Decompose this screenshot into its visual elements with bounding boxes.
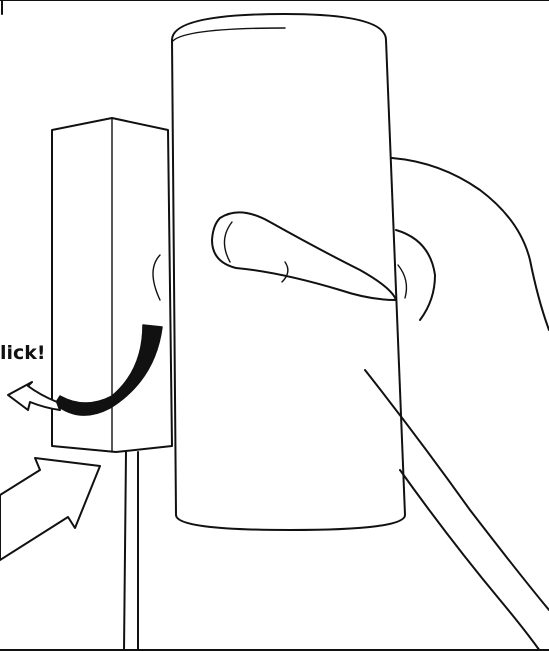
power-cable [123,451,139,651]
click-arrow [7,324,163,416]
hand [211,157,549,651]
click-label: lick! [0,342,46,364]
insert-arrow [0,457,101,561]
